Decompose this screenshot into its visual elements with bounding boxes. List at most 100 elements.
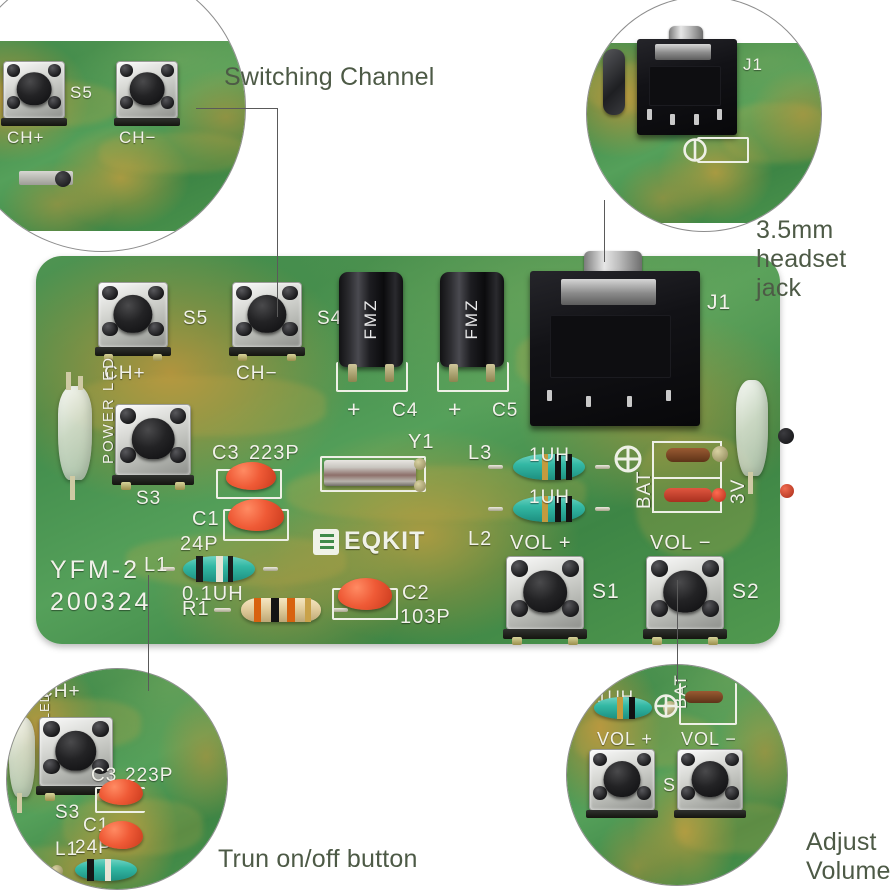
switch-pin xyxy=(680,786,696,800)
pad-outline-c5 xyxy=(437,362,509,392)
silk-ref-s5: S5 xyxy=(183,308,209,329)
color-band xyxy=(566,496,572,522)
loupe-button-ch-minus[interactable] xyxy=(113,61,181,126)
color-band xyxy=(87,859,94,881)
switch-base xyxy=(642,628,728,639)
copper-trace xyxy=(99,133,245,173)
switch-pin xyxy=(702,560,720,577)
switch-lug xyxy=(512,636,523,645)
lead-wire xyxy=(262,566,278,571)
ground-symbol-icon xyxy=(614,445,642,473)
silk-label-vol-minus: VOL − xyxy=(650,532,712,554)
switch-base xyxy=(0,117,68,126)
switch-cap xyxy=(247,294,287,333)
cap-body-text: FMZ xyxy=(361,298,380,340)
cap-legs xyxy=(347,364,395,382)
switch-cap xyxy=(129,72,165,106)
silk-ref-s2: S2 xyxy=(732,580,760,603)
switch-pin xyxy=(160,64,175,78)
silk-label-ch-plus: CH+ xyxy=(104,363,146,384)
inductor-l2 xyxy=(488,496,610,522)
led-leg xyxy=(17,793,22,813)
loupe-silk-ch-plus: CH+ xyxy=(7,128,45,147)
silk-polarity-c5: + xyxy=(448,396,463,422)
jack-solder-pin xyxy=(626,396,632,408)
button-vol-minus-s2[interactable] xyxy=(642,556,728,645)
jack-solder-pin xyxy=(694,114,699,126)
loupe-silk-c3-value: 223P xyxy=(125,765,174,786)
color-band xyxy=(104,859,111,881)
loupe-headset-jack[interactable] xyxy=(637,26,737,135)
led-leg xyxy=(78,376,83,390)
pad-outline-y1 xyxy=(320,456,426,492)
silk-ref-s1: S1 xyxy=(592,580,620,603)
callout-headset-jack: 3.5mm headset jack xyxy=(756,216,847,302)
loupe-button-power[interactable] xyxy=(36,717,116,801)
silk-ref-c3: C3 xyxy=(212,442,240,464)
cap-body-text: FMZ xyxy=(462,298,481,340)
capacitor-c1 xyxy=(228,499,284,531)
switch-cap xyxy=(55,730,97,771)
copper-trace xyxy=(66,376,326,436)
led-dome xyxy=(58,386,92,480)
loupe-pad-outline xyxy=(679,683,737,725)
switch-lug xyxy=(652,636,663,645)
color-band xyxy=(566,454,572,480)
loupe-button-ch-plus[interactable] xyxy=(0,61,68,126)
jack-housing xyxy=(530,271,700,426)
switch-lug xyxy=(121,482,131,491)
switch-pin xyxy=(119,95,134,109)
switch-pin xyxy=(510,600,528,617)
silk-ref-l1: L1 xyxy=(144,554,169,576)
switch-base xyxy=(229,346,305,356)
solder-via xyxy=(55,171,71,187)
switch-pin xyxy=(636,752,652,767)
switch-pin xyxy=(169,447,187,464)
callout-switching-channel: Switching Channel xyxy=(224,63,435,91)
inductor-l1 xyxy=(160,556,278,582)
switch-pin xyxy=(6,64,21,78)
headset-jack-j1[interactable] xyxy=(530,250,700,426)
callout-power-button: Trun on/off button xyxy=(218,845,418,873)
jack-metal-slot xyxy=(560,278,656,306)
cap-leg xyxy=(385,364,395,382)
silk-label-3v: 3V xyxy=(728,478,749,504)
silk-ref-c4: C4 xyxy=(392,400,419,421)
copper-trace xyxy=(723,103,821,163)
solder-via xyxy=(778,428,794,444)
loupe-top-left: CH+ S5 CH− xyxy=(0,0,246,252)
switch-pin xyxy=(236,285,252,301)
switch-pin xyxy=(562,560,580,577)
solder-via xyxy=(780,484,794,498)
battery-connector xyxy=(652,441,722,513)
switch-pin xyxy=(724,752,740,767)
silk-ref-s3: S3 xyxy=(136,488,162,509)
switch-pin xyxy=(119,408,137,425)
switch-cap xyxy=(113,294,153,333)
loupe-button-vol-minus[interactable] xyxy=(674,749,746,819)
jack-metal-slot xyxy=(655,43,711,61)
loupe-inductor-l1 xyxy=(65,859,147,881)
lead-wire xyxy=(160,566,176,571)
switch-pin xyxy=(92,721,109,737)
switch-pin xyxy=(510,560,528,577)
switch-pin xyxy=(148,321,164,337)
button-ch-plus-s5[interactable] xyxy=(95,282,171,362)
jack-solder-pin xyxy=(547,390,552,402)
switch-cap xyxy=(131,417,175,460)
loupe-silk-vol-plus: VOL + xyxy=(597,729,653,749)
button-ch-minus-s4[interactable] xyxy=(229,282,305,362)
leader-headset-jack xyxy=(604,200,605,262)
button-power-s3[interactable] xyxy=(111,404,195,491)
capacitor-c3 xyxy=(226,462,276,490)
switch-base xyxy=(674,809,746,819)
color-band xyxy=(196,556,203,582)
inductor-body xyxy=(513,454,585,480)
switch-pin xyxy=(680,752,696,767)
loupe-button-vol-plus[interactable] xyxy=(586,749,658,819)
cap-leg xyxy=(448,364,458,382)
silk-value-l3: 1UH xyxy=(529,445,571,466)
color-band xyxy=(628,697,635,719)
jack-solder-pin xyxy=(647,108,652,120)
button-vol-plus-s1[interactable] xyxy=(502,556,588,645)
